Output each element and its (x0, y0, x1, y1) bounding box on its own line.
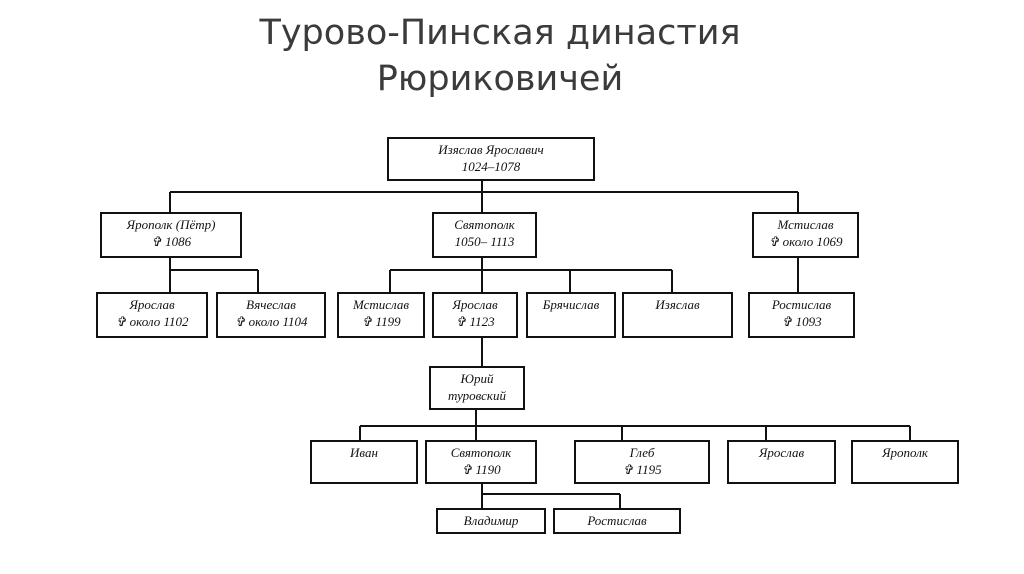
title-line-1: Турово-Пинская династия (259, 13, 741, 53)
node-rostislav-1093: Ростислав ✞ 1093 (748, 292, 855, 338)
page-title: Турово-Пинская династия Рюриковичей (0, 10, 1000, 102)
node-yaroslav-1123: Ярослав ✞ 1123 (432, 292, 518, 338)
node-mstislav-1199: Мстислав ✞ 1199 (337, 292, 425, 338)
node-svyatopolk-1190: Святополк ✞ 1190 (425, 440, 537, 484)
node-yaroslav-1102: Ярослав ✞ около 1102 (96, 292, 208, 338)
title-line-2: Рюриковичей (376, 59, 624, 99)
node-vladimir: Владимир (436, 508, 546, 534)
node-bryachislav: Брячислав (526, 292, 616, 338)
node-vyacheslav-1104: Вячеслав ✞ около 1104 (216, 292, 326, 338)
node-yaroslav-3: Ярослав (727, 440, 836, 484)
node-izyaslav-yaroslavich: Изяслав Ярославич 1024–1078 (387, 137, 595, 181)
node-gleb-1195: Глеб ✞ 1195 (574, 440, 710, 484)
node-ivan: Иван (310, 440, 418, 484)
node-rostislav-2: Ростислав (553, 508, 681, 534)
node-yaropolk-petr: Ярополк (Пётр) ✞ 1086 (100, 212, 242, 258)
node-yuri-turovsky: Юрий туровский (429, 366, 525, 410)
node-yaropolk-2: Ярополк (851, 440, 959, 484)
node-svyatopolk: Святополк 1050– 1113 (432, 212, 537, 258)
node-izyaslav-2: Изяслав (622, 292, 733, 338)
node-mstislav-1069: Мстислав ✞ около 1069 (752, 212, 859, 258)
